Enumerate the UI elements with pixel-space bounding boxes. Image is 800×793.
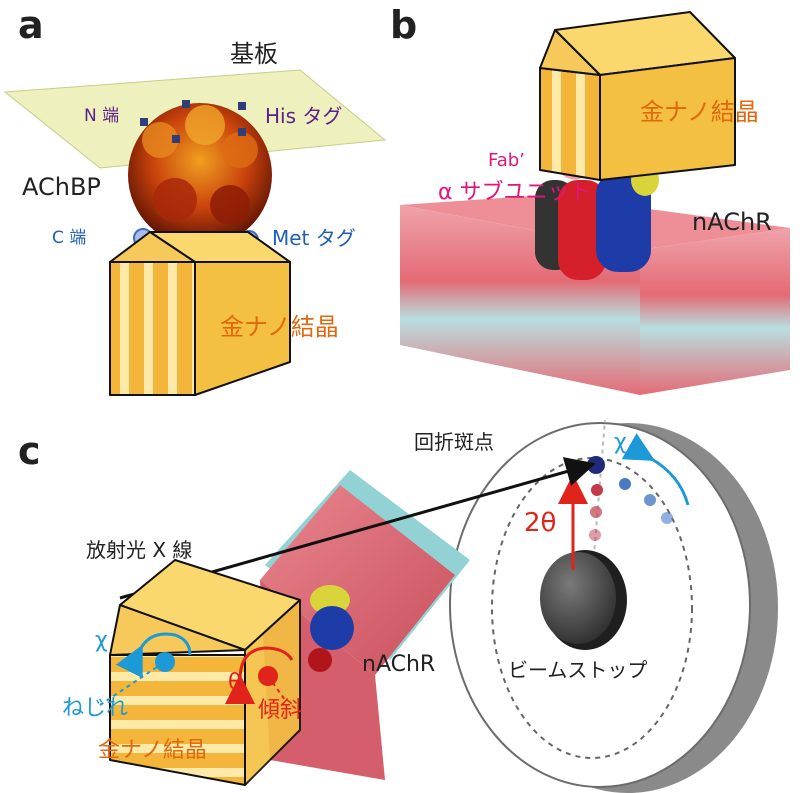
- gold-crystal-label-b: 金ナノ結晶: [640, 98, 759, 126]
- panel-b: [400, 11, 790, 395]
- nachr-receptor-b: [535, 140, 659, 280]
- tilt-marker: [224, 646, 294, 705]
- his-tag-label: His タグ: [265, 104, 343, 128]
- nachr-receptor-c: [308, 585, 354, 672]
- alpha-subunit-label: α サブユニット: [438, 180, 592, 205]
- beam-stop-label: ビームストップ: [508, 658, 648, 682]
- tilt-label: 傾斜: [258, 698, 303, 723]
- theta-label: θ: [228, 670, 242, 695]
- met-tag-label: Met タグ: [272, 226, 356, 250]
- panel-letter-c: c: [18, 429, 41, 473]
- beam-stop: [540, 550, 627, 650]
- his-tag-markers: [140, 100, 246, 143]
- two-theta-label: 2θ: [524, 508, 557, 538]
- gold-crystal-b: [539, 11, 736, 181]
- substrate-label: 基板: [230, 40, 278, 68]
- achbp-protein: [128, 103, 272, 247]
- gold-crystal-c: [109, 559, 301, 786]
- chi-label-detector: χ: [614, 430, 627, 455]
- nachr-label-c: nAChR: [362, 652, 436, 677]
- nachr-label-b: nAChR: [692, 208, 772, 236]
- chi-arc-detector: [621, 433, 690, 506]
- diffraction-spot-label: 回折斑点: [414, 430, 494, 454]
- gold-crystal-label-a: 金ナノ結晶: [220, 313, 339, 341]
- c-terminus-label: C 端: [52, 228, 87, 248]
- fab-label: Fab’: [488, 150, 525, 171]
- chi-label-crystal: χ: [95, 628, 108, 653]
- panel-letter-a: a: [18, 3, 44, 47]
- panel-a: [3, 69, 387, 396]
- xray-label: 放射光 X 線: [86, 538, 193, 562]
- achbp-label: AChBP: [22, 173, 101, 201]
- panel-c: [99, 419, 778, 793]
- twist-marker: [99, 632, 192, 706]
- n-terminus-label: N 端: [84, 106, 120, 126]
- gold-crystal-label-c: 金ナノ結晶: [98, 738, 207, 763]
- gold-crystal-a: [109, 231, 291, 396]
- twist-label: ねじれ: [62, 696, 129, 721]
- panel-letter-b: b: [390, 3, 418, 47]
